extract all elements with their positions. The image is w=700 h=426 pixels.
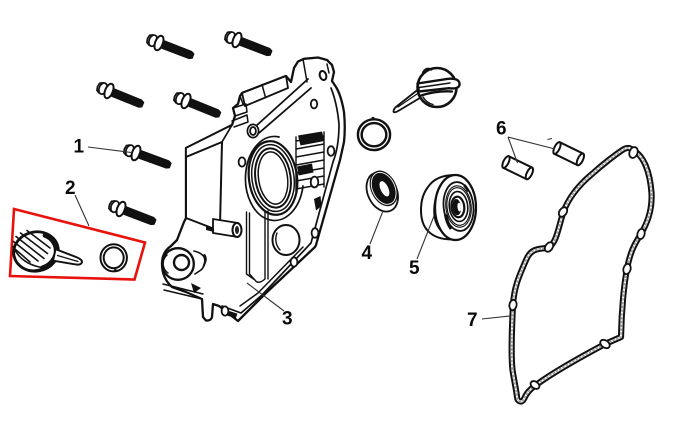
svg-text:6: 6 xyxy=(496,119,507,140)
svg-text:4: 4 xyxy=(362,243,373,264)
svg-text:5: 5 xyxy=(409,258,420,279)
svg-text:1: 1 xyxy=(74,137,85,158)
svg-text:2: 2 xyxy=(65,178,76,199)
svg-text:7: 7 xyxy=(467,310,478,331)
svg-text:3: 3 xyxy=(282,309,293,330)
